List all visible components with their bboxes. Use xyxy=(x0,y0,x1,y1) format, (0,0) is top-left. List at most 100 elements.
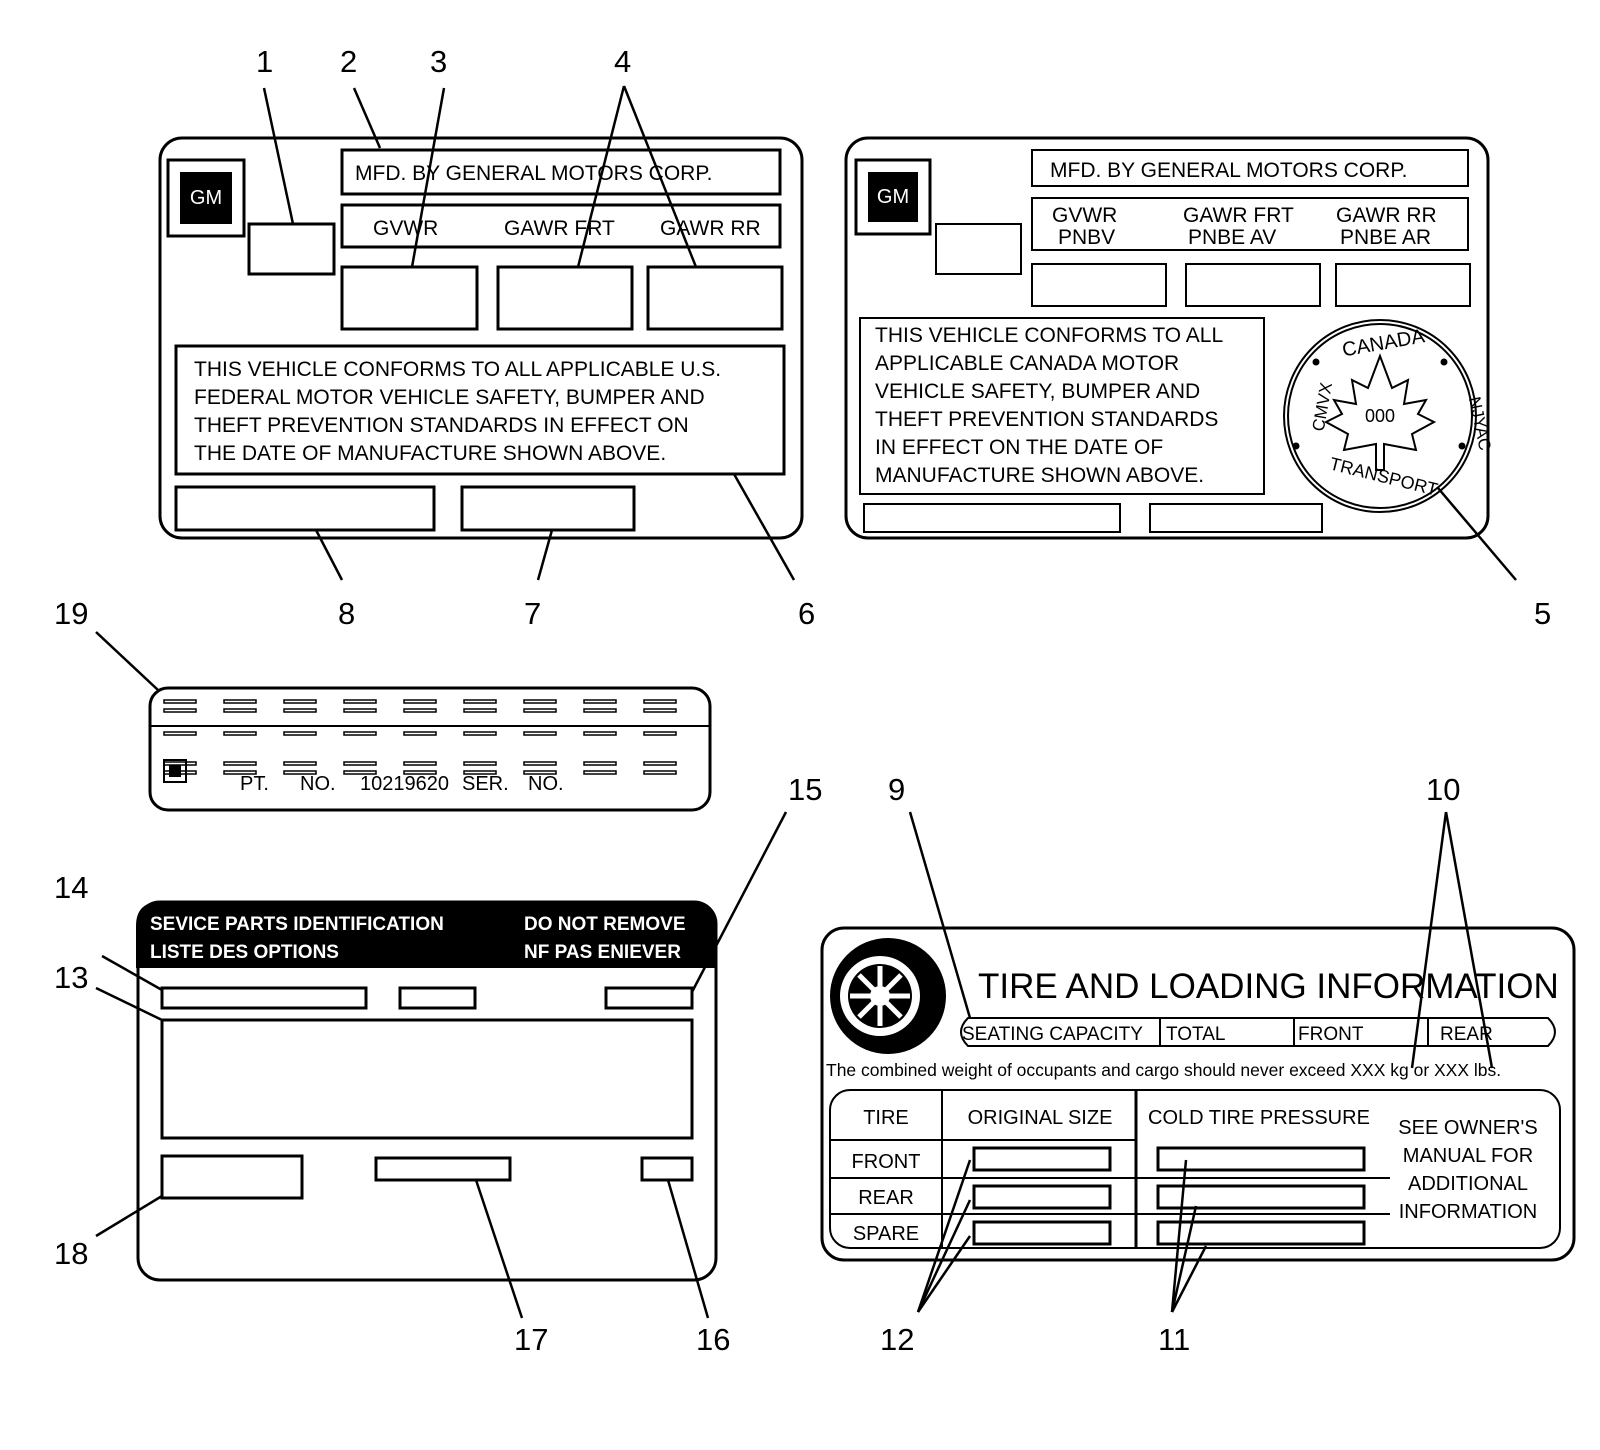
canada-statement-line: THEFT PREVENTION STANDARDS xyxy=(875,408,1218,431)
us-gawr-frt-value-box xyxy=(496,265,634,331)
no-text: NO. xyxy=(300,773,336,795)
callout-numbers: 1 2 3 4 5 6 7 8 9 10 11 12 13 14 15 16 1… xyxy=(54,44,1551,1357)
us-gm-logo-frame xyxy=(166,158,246,238)
maple-leaf-icon xyxy=(1323,353,1437,471)
leader-4b xyxy=(622,85,698,268)
service-box-middle xyxy=(398,986,477,1010)
barcode-dash xyxy=(343,699,377,704)
barcode-dash xyxy=(463,731,497,736)
barcode-dash xyxy=(583,731,617,736)
service-box-15 xyxy=(604,986,694,1010)
tire-col-header: TIRE xyxy=(863,1107,909,1129)
leader-7 xyxy=(536,529,554,581)
leader-17 xyxy=(474,1179,524,1319)
callout-number: 11 xyxy=(1158,1322,1190,1357)
us-gvwr-value-box xyxy=(340,265,479,331)
canada-statement-line: THIS VEHICLE CONFORMS TO ALL xyxy=(875,324,1223,347)
seal-right-text: NJYAC xyxy=(1465,395,1495,452)
canada-gawr-frt: GAWR FRT xyxy=(1183,204,1294,227)
leader-1 xyxy=(262,87,295,225)
leader-13 xyxy=(95,986,163,1022)
leader-4a xyxy=(576,85,626,268)
seal-top-text: CANADA xyxy=(1340,325,1427,361)
barcode-dash xyxy=(163,761,197,766)
barcode-dash xyxy=(223,699,257,704)
leader-5 xyxy=(1437,487,1517,581)
tire-loading-label: TIRE AND LOADING INFORMATION SEATING CAP… xyxy=(820,926,1576,1262)
gm-logo-icon xyxy=(868,172,918,222)
callout-number: 1 xyxy=(256,44,273,79)
seating-capacity-bar xyxy=(960,1017,1556,1047)
us-statement-box xyxy=(174,344,786,476)
callout-number: 5 xyxy=(1534,596,1551,631)
seating-rear-text: REAR xyxy=(1440,1024,1493,1045)
barcode-dash xyxy=(163,708,197,713)
leader-9 xyxy=(908,811,972,1019)
seal-dot xyxy=(1440,358,1448,366)
leader-18 xyxy=(95,1194,163,1238)
barcode-dash xyxy=(283,761,317,766)
canada-rating-header xyxy=(1031,197,1469,251)
us-gawr-rr-value-box xyxy=(646,265,784,331)
barcode-dash xyxy=(583,770,617,775)
barcode-dash xyxy=(403,699,437,704)
canada-gawr-rr: GAWR RR xyxy=(1336,204,1437,227)
tire-table-outline xyxy=(829,1089,1561,1249)
leader-8 xyxy=(314,529,344,581)
barcode-dash xyxy=(643,708,677,713)
barcode-dash xyxy=(463,761,497,766)
leader-12c xyxy=(916,1235,972,1313)
us-statement-line: THIS VEHICLE CONFORMS TO ALL APPLICABLE … xyxy=(194,358,721,381)
canada-statement-line: MANUFACTURE SHOWN ABOVE. xyxy=(875,464,1204,487)
us-rating-header xyxy=(340,203,782,249)
us-statement-line: THEFT PREVENTION STANDARDS IN EFFECT ON xyxy=(194,414,689,437)
barcode-dash xyxy=(463,770,497,775)
canada-gvwr: GVWR xyxy=(1052,204,1117,227)
leader-19 xyxy=(95,631,159,691)
barcode-dash xyxy=(583,708,617,713)
leader-6 xyxy=(732,473,796,581)
us-statement-line: FEDERAL MOTOR VEHICLE SAFETY, BUMPER AND xyxy=(194,386,705,409)
barcode-dash xyxy=(403,770,437,775)
size-col-header: ORIGINAL SIZE xyxy=(968,1107,1113,1129)
canada-gawr-rr-value-box xyxy=(1335,263,1471,307)
gm-mini-logo-fill xyxy=(169,765,181,777)
barcode-dash xyxy=(403,731,437,736)
barcode-dash xyxy=(223,731,257,736)
barcode-dash xyxy=(643,731,677,736)
canada-statement-box xyxy=(859,317,1265,495)
see-owner-line: ADDITIONAL xyxy=(1408,1173,1528,1195)
barcode-dash xyxy=(283,708,317,713)
callout-number: 10 xyxy=(1426,772,1460,807)
callout-number: 13 xyxy=(54,960,88,995)
barcode-dash xyxy=(643,699,677,704)
service-box-14 xyxy=(160,986,368,1010)
callout-number: 12 xyxy=(880,1322,914,1357)
tire-title: TIRE AND LOADING INFORMATION xyxy=(978,967,1559,1006)
service-box-17 xyxy=(374,1156,512,1182)
callout-number: 17 xyxy=(514,1322,548,1357)
service-header-right-1: DO NOT REMOVE xyxy=(524,914,686,935)
service-box-13 xyxy=(160,1018,694,1140)
callout-number: 6 xyxy=(798,596,815,631)
canada-mfd-box xyxy=(1031,149,1469,187)
seating-total-text: TOTAL xyxy=(1166,1024,1225,1045)
barcode-dash xyxy=(163,731,197,736)
callout-number: 16 xyxy=(696,1322,730,1357)
barcode-dash xyxy=(643,761,677,766)
row-rear: REAR xyxy=(858,1187,914,1209)
barcode-dash xyxy=(283,699,317,704)
leader-10a xyxy=(1410,811,1448,1069)
barcode-dash xyxy=(223,708,257,713)
barcode-dash-pattern xyxy=(163,699,677,775)
leader-15 xyxy=(690,811,788,993)
seal-outer-ring xyxy=(1283,319,1477,513)
callout-number: 3 xyxy=(430,44,447,79)
service-header-right-2: NF PAS ENIEVER xyxy=(524,942,681,963)
barcode-dash xyxy=(463,708,497,713)
barcode-dash xyxy=(283,770,317,775)
canada-label-outline xyxy=(844,136,1490,540)
canada-statement-line: IN EFFECT ON THE DATE OF xyxy=(875,436,1163,459)
see-owner-line: MANUAL FOR xyxy=(1403,1145,1533,1167)
